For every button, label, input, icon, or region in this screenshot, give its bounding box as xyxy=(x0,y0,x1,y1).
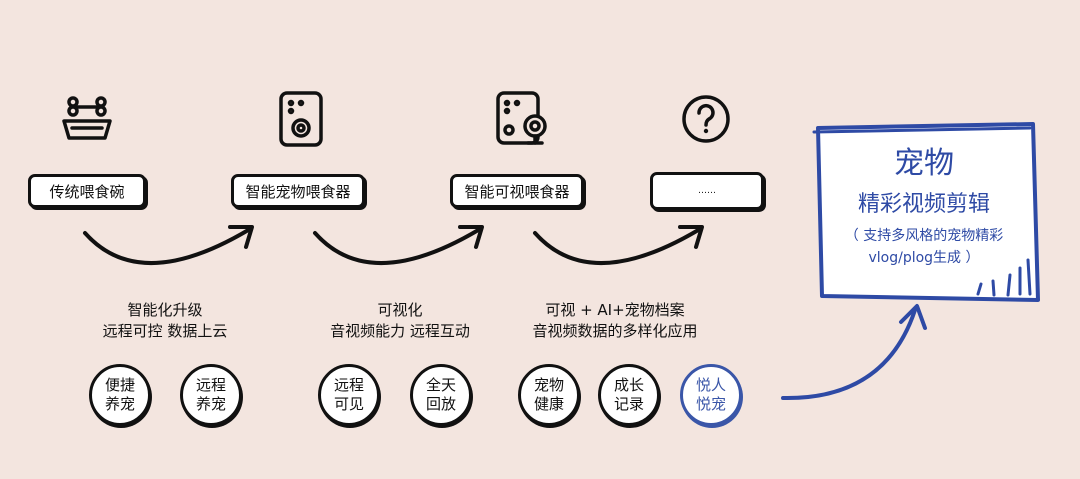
feature-line1: 成长 xyxy=(613,376,644,394)
pet-bowl-icon xyxy=(62,96,112,140)
video-editing-panel-frame xyxy=(812,122,1040,302)
stage-visual-feeder: 智能可视喂食器 xyxy=(450,174,584,208)
feature-growth-record: 成长记录 xyxy=(598,364,660,426)
stage-future: …… xyxy=(650,172,764,210)
curved-arrow-1 xyxy=(83,225,254,265)
feature-all-day-playback: 全天回放 xyxy=(410,364,472,426)
panel-note-line2: vlog/plog生成 ） xyxy=(868,250,980,266)
panel-note-line1: （ 支持多风格的宠物精彩 xyxy=(844,228,1004,244)
stage-label: 智能宠物喂食器 xyxy=(245,182,351,201)
feature-line1: 远程 xyxy=(195,376,226,394)
feature-line2: 记录 xyxy=(613,395,644,413)
feature-line2: 悦宠 xyxy=(695,395,726,413)
feature-line1: 悦人 xyxy=(695,376,726,394)
stage-smart-feeder: 智能宠物喂食器 xyxy=(231,174,365,208)
stage-label: …… xyxy=(698,186,716,196)
panel-title: 宠物 xyxy=(894,146,954,181)
feature-remote-view: 远程可见 xyxy=(318,364,380,426)
caption-line1: 可视化 xyxy=(377,301,423,319)
caption-line2: 音视频能力 远程互动 xyxy=(330,322,470,340)
caption-line2: 音视频数据的多样化应用 xyxy=(532,322,698,340)
feature-remote-care: 远程养宠 xyxy=(180,364,242,426)
feature-line2: 可见 xyxy=(333,395,364,413)
feature-delight: 悦人悦宠 xyxy=(680,364,742,426)
question-icon xyxy=(682,95,730,143)
caption-line2: 远程可控 数据上云 xyxy=(102,322,228,340)
feature-line1: 全天 xyxy=(425,376,456,394)
stage-label: 传统喂食碗 xyxy=(49,182,125,201)
feature-convenient-care: 便捷养宠 xyxy=(89,364,151,426)
feature-line1: 便捷 xyxy=(104,376,135,394)
stage-label: 智能可视喂食器 xyxy=(464,182,570,201)
caption-line1: 智能化升级 xyxy=(127,301,203,319)
feature-line1: 宠物 xyxy=(533,376,564,394)
caption-stage-1: 智能化升级 远程可控 数据上云 xyxy=(70,300,260,342)
feature-line2: 回放 xyxy=(425,395,456,413)
panel-subtitle: 精彩视频剪辑 xyxy=(857,192,990,217)
feature-line2: 健康 xyxy=(533,395,564,413)
feature-line1: 远程 xyxy=(333,376,364,394)
curved-arrow-blue xyxy=(781,304,927,401)
stage-traditional-bowl: 传统喂食碗 xyxy=(28,174,146,208)
curved-arrow-3 xyxy=(533,225,704,265)
smart-feeder-icon xyxy=(279,91,323,147)
feature-pet-health: 宠物健康 xyxy=(518,364,580,426)
feature-line2: 养宠 xyxy=(104,395,135,413)
caption-line1: 可视 + AI+宠物档案 xyxy=(545,301,685,319)
curved-arrow-2 xyxy=(313,225,484,265)
caption-stage-2: 可视化 音视频能力 远程互动 xyxy=(305,300,495,342)
caption-stage-3: 可视 + AI+宠物档案 音视频数据的多样化应用 xyxy=(515,300,715,342)
visual-feeder-icon xyxy=(496,91,547,145)
feature-line2: 养宠 xyxy=(195,395,226,413)
